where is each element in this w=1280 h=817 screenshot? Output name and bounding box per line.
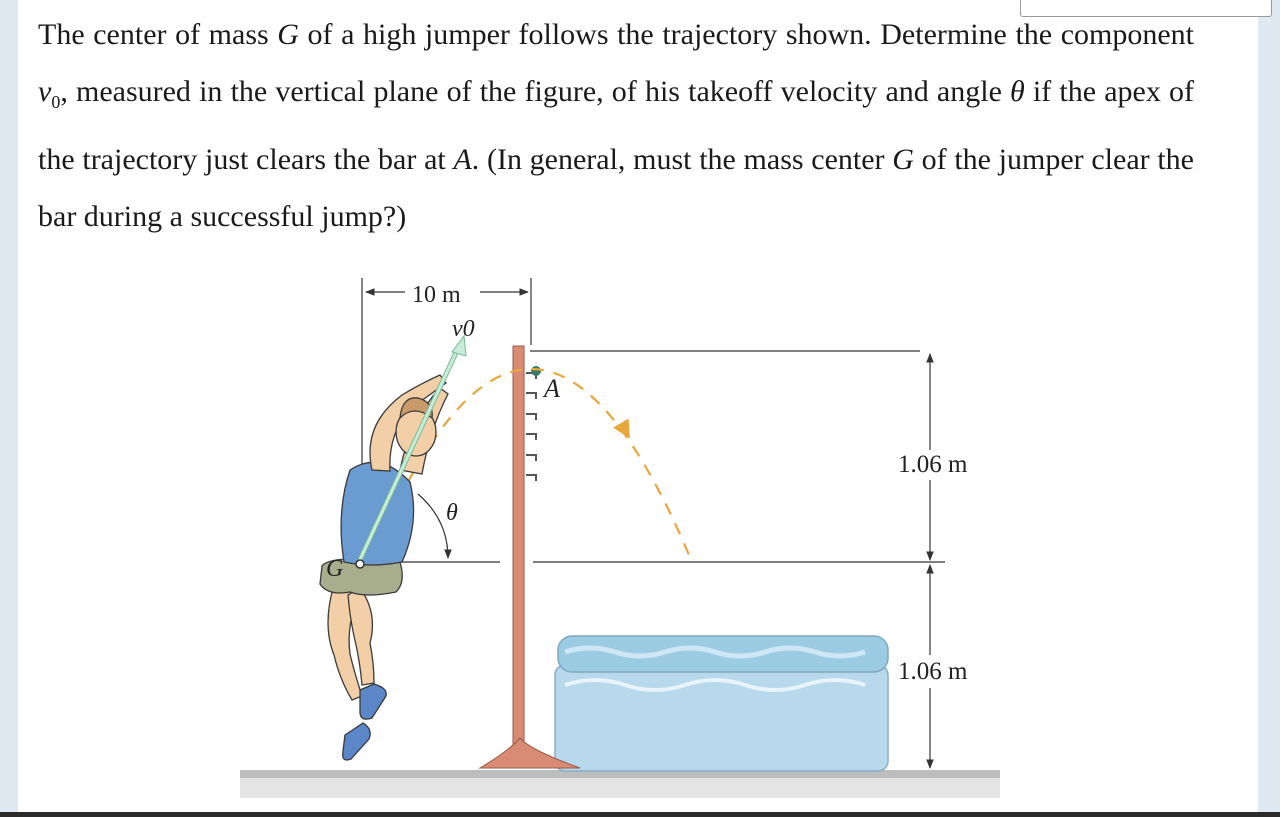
- point-g-label: G: [326, 556, 343, 582]
- top-input-box[interactable]: [1020, 0, 1272, 17]
- landing-mat: [554, 635, 889, 772]
- ground: [240, 770, 1000, 778]
- horizontal-dimension-label: 10 m: [412, 282, 461, 308]
- upper-height-label: 1.06 m: [898, 451, 968, 478]
- point-a-label: A: [542, 374, 560, 403]
- trajectory-path: [368, 367, 694, 563]
- ground-shadow: [240, 778, 1000, 798]
- angle-label: θ: [446, 500, 458, 526]
- center-of-mass-point: [355, 559, 365, 569]
- velocity-arrowhead: [451, 334, 467, 357]
- bottom-divider: [0, 812, 1280, 817]
- velocity-vector: [356, 343, 462, 565]
- angle-arc: [417, 493, 452, 559]
- problem-statement: The center of mass G of a high jumper fo…: [38, 18, 1194, 233]
- velocity-label: v0: [452, 316, 475, 342]
- trajectory-direction-arrow: [613, 418, 630, 439]
- lower-height-label: 1.06 m: [898, 658, 968, 685]
- bar-standard: [478, 345, 581, 769]
